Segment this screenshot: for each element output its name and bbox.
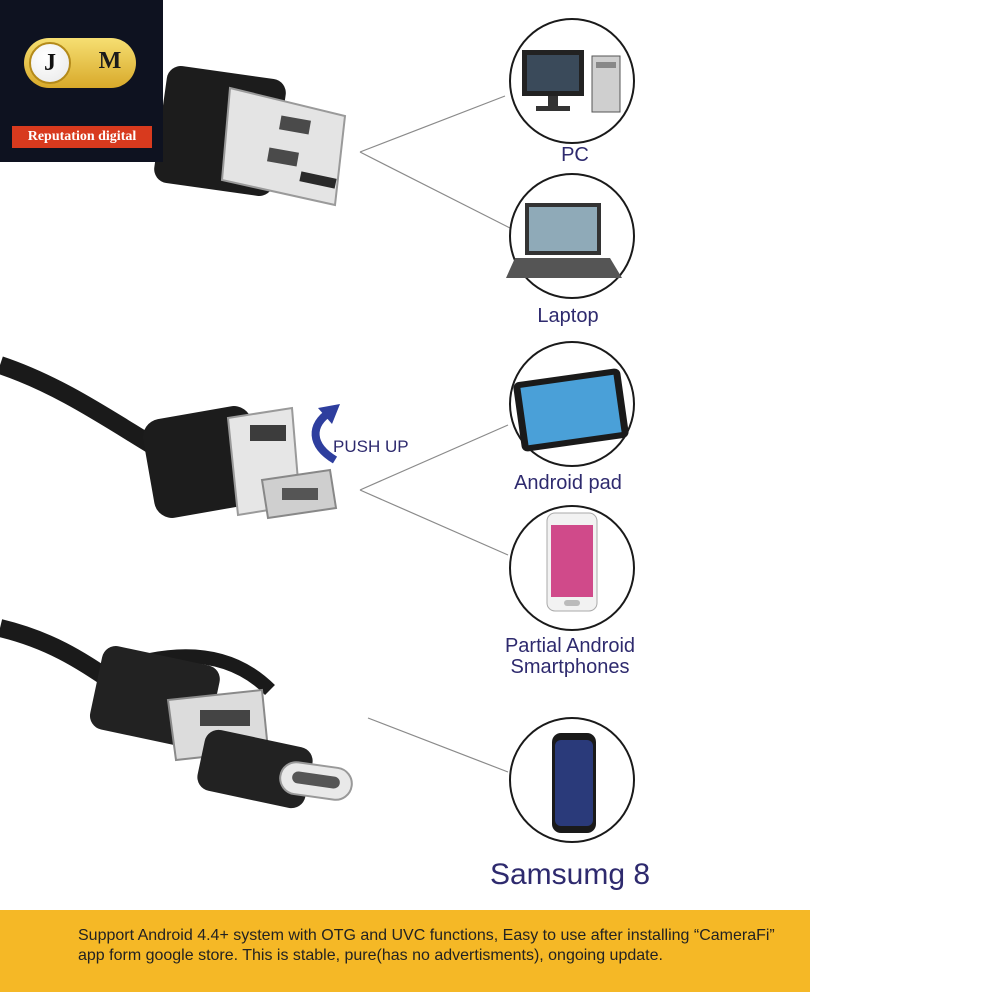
push-up-label: PUSH UP	[333, 437, 409, 456]
connector-lines	[359, 95, 511, 773]
logo-letter-m: M	[98, 48, 122, 74]
device-label-partial-android: Partial Android Smartphones	[504, 635, 636, 678]
laptop-icon	[506, 203, 622, 278]
micro-usb-cable	[0, 356, 340, 520]
tablet-icon	[513, 368, 629, 452]
smartphone-icon	[546, 512, 598, 612]
brand-banner: Reputation digital	[12, 126, 152, 148]
device-label-android-pad: Android pad	[514, 472, 622, 494]
device-label-pc: PC	[561, 144, 589, 166]
pc-icon	[522, 50, 621, 113]
logo-letter-j: J	[29, 42, 71, 84]
footer-notice-text: Support Android 4.4+ system with OTG and…	[78, 927, 775, 964]
type-c-cable	[0, 619, 353, 809]
footer-notice: Support Android 4.4+ system with OTG and…	[0, 910, 810, 992]
device-label-samsung: Samsumg 8	[489, 858, 651, 891]
device-label-laptop: Laptop	[537, 305, 599, 327]
logo-pill: J M	[24, 38, 136, 88]
samsung-phone-icon	[552, 733, 596, 833]
brand-logo: J M Reputation digital	[0, 0, 163, 162]
